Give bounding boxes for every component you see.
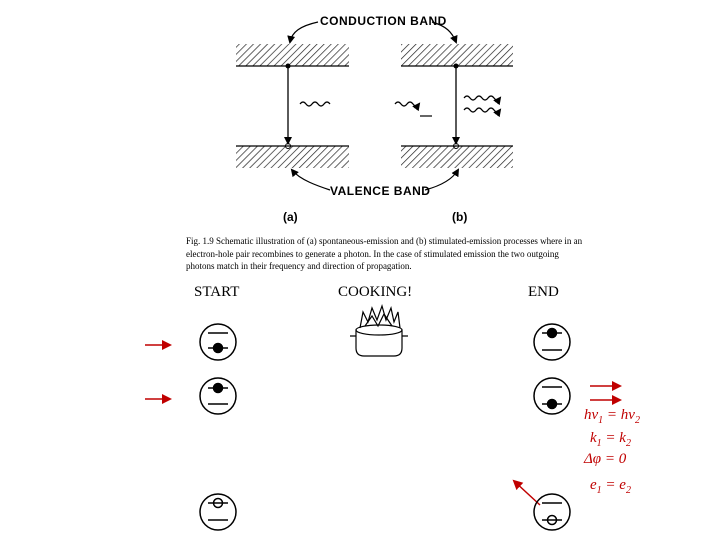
- conduction-pointer-b: [431, 21, 458, 44]
- energy-equation: hν1 = hν2: [584, 407, 640, 426]
- conduction-band-a: [236, 44, 349, 67]
- conduction-band-label: CONDUCTION BAND: [320, 14, 447, 28]
- energy-lhs-sub: 1: [598, 415, 604, 426]
- electron-b: [453, 63, 459, 69]
- energy-rhs-sub: 2: [634, 415, 640, 426]
- right-arrow-icon: [145, 340, 622, 506]
- wavevector-equation: k1 = k2: [590, 430, 631, 449]
- equals-sign: =: [603, 407, 621, 423]
- equals-sign: =: [601, 477, 620, 493]
- stage-start-heading: START: [194, 284, 240, 300]
- valence-band-b: [401, 145, 513, 168]
- e-lhs: e: [590, 477, 597, 493]
- conduction-pointer-a: [287, 21, 319, 44]
- k-rhs-sub: 2: [625, 438, 631, 449]
- valence-pointer-a: [290, 168, 331, 191]
- stage-cooking-heading: COOKING!: [338, 284, 413, 300]
- figure-caption: Fig. 1.9 Schematic illustration of (a) s…: [186, 236, 583, 271]
- electron-a: [285, 63, 291, 69]
- k-lhs: k: [590, 430, 597, 446]
- energy-lhs: hν: [584, 407, 599, 423]
- valence-band-label: VALENCE BAND: [330, 184, 431, 198]
- e-rhs-sub: 2: [625, 485, 631, 496]
- k-lhs-sub: 1: [596, 438, 602, 449]
- valence-band-a: [236, 145, 349, 168]
- hole-a: [285, 143, 291, 149]
- energy-rhs: hν: [620, 407, 635, 423]
- valence-pointer-b: [424, 168, 460, 191]
- atom-level-icon-end: [533, 323, 571, 531]
- hole-b: [453, 143, 459, 149]
- atom-level-icon: [199, 323, 237, 531]
- polarization-equation: e1 = e2: [590, 477, 631, 496]
- phase-equation: Δφ = 0: [584, 451, 627, 467]
- k-rhs: k: [619, 430, 626, 446]
- conduction-band-b: [401, 44, 513, 67]
- pot-icon: [350, 304, 408, 357]
- equals-sign: =: [601, 430, 620, 446]
- e-rhs: e: [619, 477, 626, 493]
- panel-a-label: (a): [283, 210, 298, 224]
- photon-wave-icon: [299, 95, 502, 118]
- stage-end-heading: END: [528, 284, 559, 300]
- e-lhs-sub: 1: [596, 485, 602, 496]
- panel-b-label: (b): [452, 210, 468, 224]
